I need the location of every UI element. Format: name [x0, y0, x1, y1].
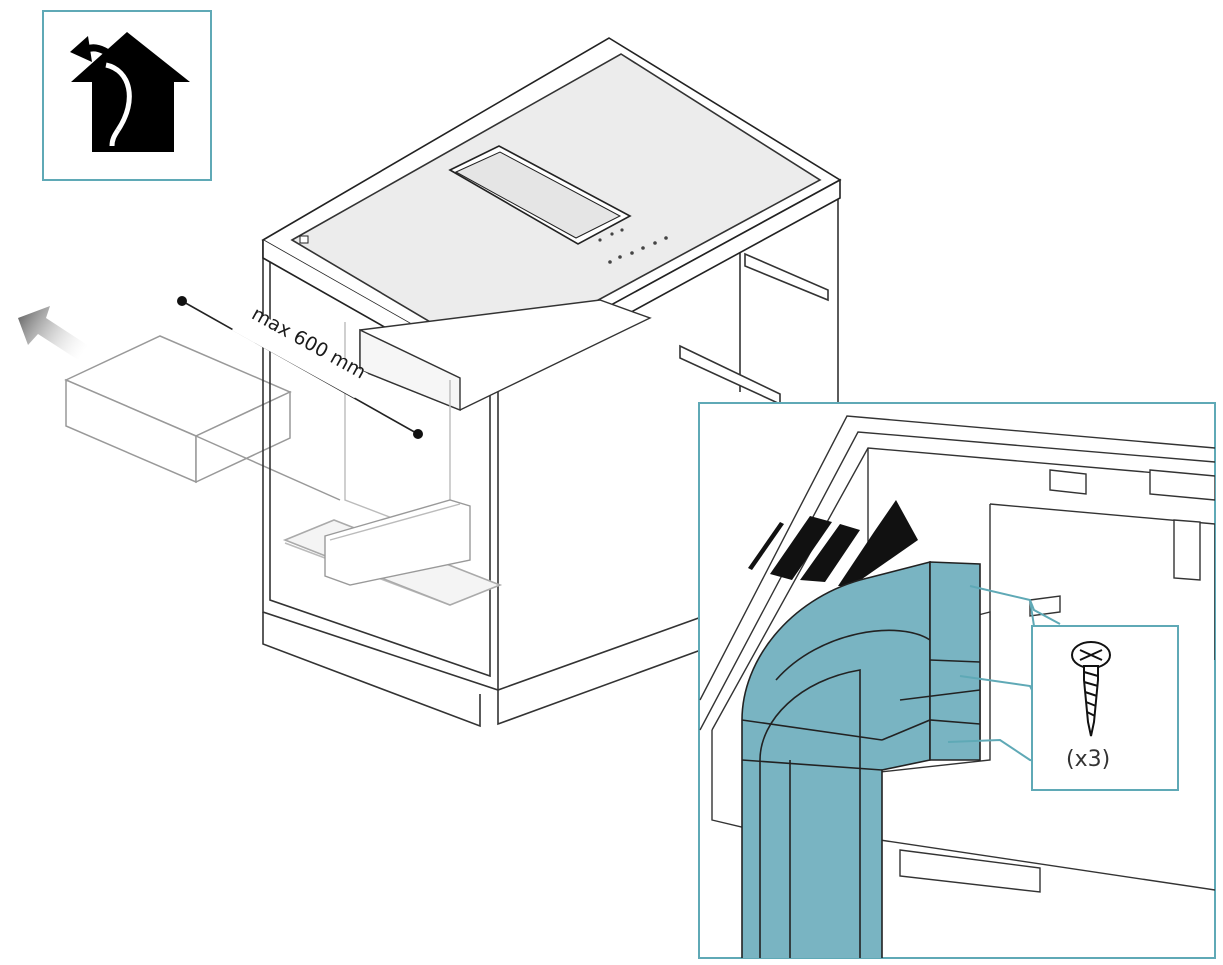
ducted-mode-badge [42, 10, 212, 181]
detail-inset: (x3) [698, 402, 1216, 959]
screw-callout-frame [1031, 625, 1179, 791]
dimension-end-point [413, 429, 423, 439]
airflow-arrow [748, 500, 918, 586]
screw-icon [1071, 641, 1111, 737]
exhaust-arrow-left [18, 306, 95, 365]
touch-controls [598, 228, 668, 264]
screw-count: (x3) [1066, 747, 1110, 772]
screw-callout: (x3) [1031, 625, 1179, 791]
hob-extractor-unit [324, 299, 652, 586]
duct-elbow [741, 560, 981, 958]
house-ducted-extraction-icon [70, 32, 190, 152]
external-duct [64, 335, 341, 501]
dimension-start-point [177, 296, 187, 306]
